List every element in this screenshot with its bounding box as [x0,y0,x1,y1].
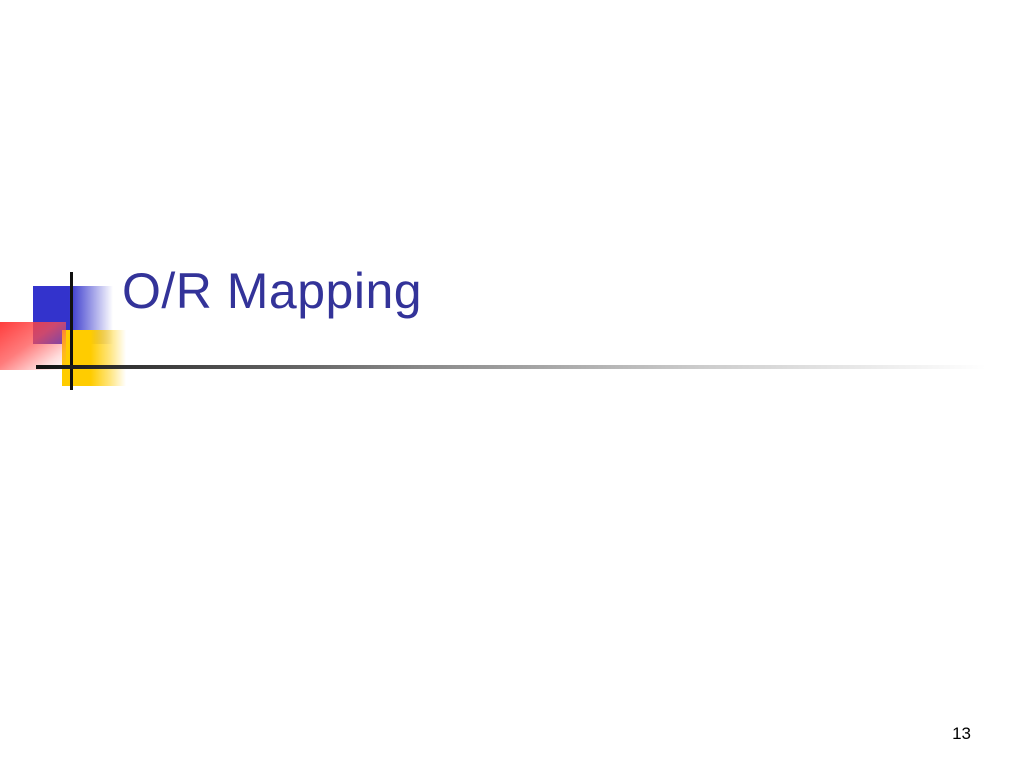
slide-title: O/R Mapping [122,263,423,319]
page-number: 13 [952,724,971,743]
decorative-red-block [0,322,66,370]
decorative-vertical-line [70,272,73,390]
title-underline-rule [36,365,986,369]
